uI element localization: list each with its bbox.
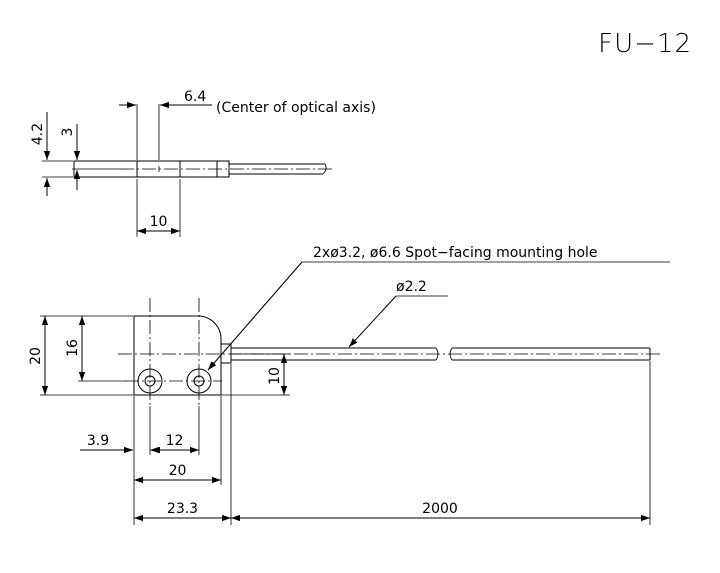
- dim-fiber-length: 2000: [422, 501, 458, 517]
- dim-hole-offset: 3.9: [87, 433, 109, 449]
- top-view: 6.4 (Center of optical axis) 4.2 3 10: [30, 89, 376, 237]
- fiber-diameter: ø2.2: [396, 279, 427, 295]
- dim-offset: 6.4: [184, 89, 206, 105]
- dim-hole-height: 16: [65, 339, 81, 357]
- dim-top-axis: 3: [60, 128, 76, 137]
- mounting-hole-left: [137, 368, 163, 394]
- dim-top-width: 10: [150, 214, 168, 230]
- dim-hole-pitch: 12: [166, 433, 184, 449]
- dim-top-height: 4.2: [30, 123, 46, 145]
- hole-note: 2xø3.2, ø6.6 Spot−facing mounting hole: [313, 245, 598, 261]
- front-view: 2xø3.2, ø6.6 Spot−facing mounting hole ø…: [28, 245, 670, 525]
- dim-body-width: 20: [169, 463, 187, 479]
- front-view-body: [133, 315, 222, 396]
- offset-note: (Center of optical axis): [216, 100, 376, 116]
- dim-total-width: 23.3: [167, 501, 198, 517]
- dim-fiber-height: 10: [267, 367, 283, 385]
- model-title: FU−12: [598, 29, 692, 59]
- mounting-hole-right: [186, 368, 212, 394]
- dim-front-height: 20: [28, 347, 44, 365]
